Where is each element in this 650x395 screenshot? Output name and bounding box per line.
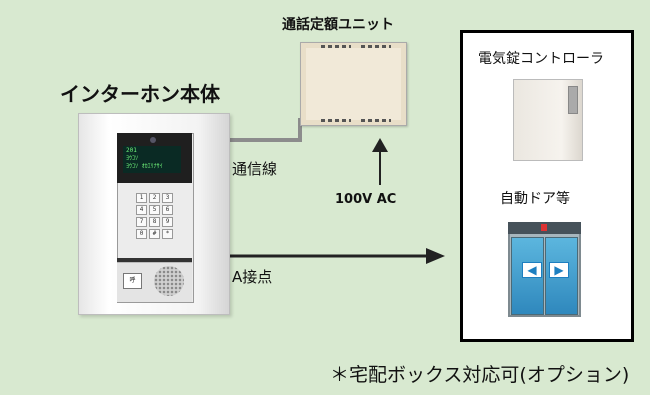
lock-controller-label: 電気錠コントローラ [478,51,604,67]
unit-vent [361,119,391,122]
call-button[interactable]: 呼 [123,273,142,289]
call-unit-device [300,42,407,126]
arrow-right-icon: ▶ [549,262,569,278]
key[interactable]: # [149,229,160,239]
intercom-divider [117,258,192,262]
door-sensor [541,224,547,231]
contact-label: A接点 [232,268,273,286]
speaker-grille [154,266,184,296]
key[interactable]: 4 [136,205,147,215]
wire-label: 通信線 [232,160,278,178]
lock-controller-panel [568,86,578,114]
intercom-screen: 201 ﾖｳｺｿ ﾖｳｺｿ ｵｶｴﾘﾅｻｲ [123,146,181,173]
intercom-title: インターホン本体 [60,82,220,106]
key[interactable]: * [162,229,173,239]
key[interactable]: 0 [136,229,147,239]
signal-wire [228,118,302,142]
key[interactable]: 2 [149,193,160,203]
footnote: ＊宅配ボックス対応可(オプション) [330,364,630,386]
unit-title: 通話定額ユニット [282,17,394,33]
power-arrow-head [372,138,388,152]
key[interactable]: 5 [149,205,160,215]
key[interactable]: 7 [136,217,147,227]
auto-door-label: 自動ドア等 [500,191,570,207]
key[interactable]: 6 [162,205,173,215]
power-label: 100V AC [335,192,397,207]
unit-vent [361,45,391,48]
camera-icon [150,137,156,143]
key[interactable]: 8 [149,217,160,227]
key[interactable]: 1 [136,193,147,203]
screen-line: 201 [126,147,137,154]
screen-line: ﾖｳｺｿ [126,155,139,162]
contact-arrow-head [426,248,445,264]
unit-vent [321,119,351,122]
key[interactable]: 3 [162,193,173,203]
screen-line: ﾖｳｺｿ ｵｶｴﾘﾅｻｲ [126,163,163,170]
unit-vent [321,45,351,48]
key[interactable]: 9 [162,217,173,227]
arrow-left-icon: ◀ [522,262,542,278]
